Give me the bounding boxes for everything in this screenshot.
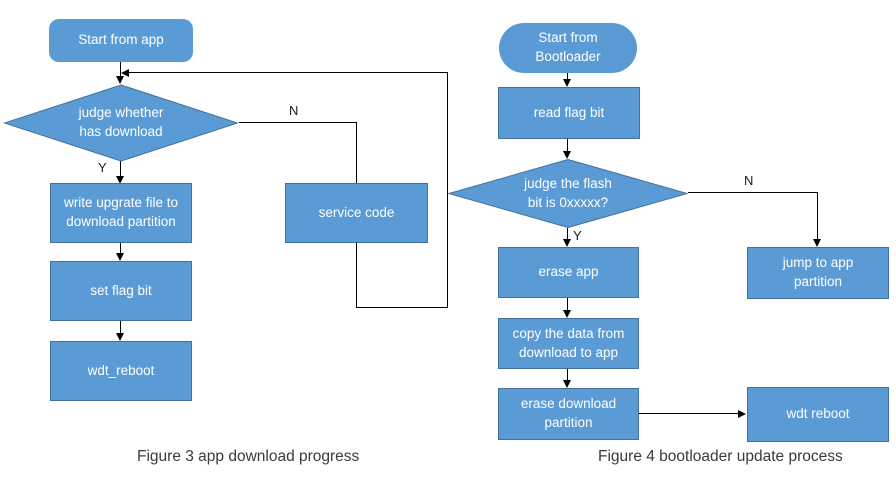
connector-yes-branch xyxy=(120,161,121,177)
connector-no-branch-h xyxy=(239,122,357,123)
arrowhead-icon xyxy=(738,410,746,418)
node-label: Start from Bootloader xyxy=(535,30,601,64)
node-start-from-bootloader: Start from Bootloader xyxy=(499,23,637,73)
arrowhead-icon xyxy=(116,176,124,184)
node-write-upgrate-file: write upgrate file to download partition xyxy=(50,183,192,243)
node-judge-has-download: judge whether has download xyxy=(3,84,239,162)
node-copy-data: copy the data from download to app xyxy=(498,318,639,369)
node-wdt-reboot-2: wdt reboot xyxy=(747,387,889,442)
label-no-2: N xyxy=(744,173,754,188)
connector-no-branch-h-2 xyxy=(688,192,818,193)
node-jump-to-app-partition: jump to app partition xyxy=(747,247,889,299)
connector-read-to-judge xyxy=(567,139,568,152)
label-no: N xyxy=(289,103,299,118)
connector-start-to-judge xyxy=(120,62,121,77)
node-label: copy the data from download to app xyxy=(512,325,625,360)
arrowhead-icon xyxy=(563,151,571,159)
arrowhead-icon xyxy=(563,380,571,388)
connector-yes-branch-2 xyxy=(567,228,568,240)
node-service-code: service code xyxy=(285,183,428,243)
node-erase-app: erase app xyxy=(498,247,639,298)
arrowhead-icon xyxy=(563,79,571,87)
connector-no-branch-v xyxy=(356,122,357,183)
label-yes: Y xyxy=(98,160,107,175)
node-label: service code xyxy=(318,204,395,220)
node-judge-flash-bit: judge the flash bit is 0xxxxx? xyxy=(448,159,688,228)
arrowhead-icon xyxy=(563,310,571,318)
node-start-from-app: Start from app xyxy=(49,19,193,62)
connector-write-to-setflag xyxy=(120,242,121,254)
diamond-shape-icon xyxy=(448,159,688,228)
node-set-flag-bit: set flag bit xyxy=(50,261,192,321)
node-label: erase app xyxy=(538,264,599,280)
node-erase-download-partition: erase download partition xyxy=(498,388,639,440)
connector-loop-right xyxy=(447,72,448,308)
node-read-flag-bit: read flag bit xyxy=(498,87,640,139)
node-label: Start from app xyxy=(78,32,164,48)
connector-erase-to-copy xyxy=(567,298,568,311)
connector-erasedl-to-wdt xyxy=(639,413,739,414)
connector-loop-bottom xyxy=(357,307,448,308)
connector-service-down xyxy=(356,242,357,308)
arrowhead-icon xyxy=(813,239,821,247)
diamond-shape-icon xyxy=(3,84,239,162)
node-label: erase download partition xyxy=(520,396,617,430)
connector-loop-top xyxy=(129,72,448,73)
node-label: read flag bit xyxy=(533,104,605,120)
node-label: jump to app partition xyxy=(782,255,854,289)
node-label: write upgrate file to download partition xyxy=(63,195,179,229)
connector-no-branch-v-2 xyxy=(817,192,818,239)
node-wdt-reboot: wdt_reboot xyxy=(50,341,192,401)
connector-start-to-read xyxy=(567,72,568,80)
node-label: judge whether has download xyxy=(78,105,164,139)
node-label: wdt reboot xyxy=(786,406,850,422)
node-label: wdt_reboot xyxy=(87,362,155,378)
arrowhead-icon xyxy=(116,333,124,341)
node-label: set flag bit xyxy=(90,282,152,298)
connector-setflag-to-wdt xyxy=(120,320,121,334)
label-yes-2: Y xyxy=(573,228,582,243)
arrowhead-icon xyxy=(563,239,571,247)
caption-figure3: Figure 3 app download progress xyxy=(137,448,360,465)
arrowhead-icon xyxy=(116,253,124,261)
arrowhead-icon xyxy=(121,69,129,77)
node-label: judge the flash bit is 0xxxxx? xyxy=(524,175,612,210)
connector-copy-to-erasedl xyxy=(567,369,568,381)
arrowhead-icon xyxy=(116,76,124,84)
caption-figure4: Figure 4 bootloader update process xyxy=(598,448,843,465)
